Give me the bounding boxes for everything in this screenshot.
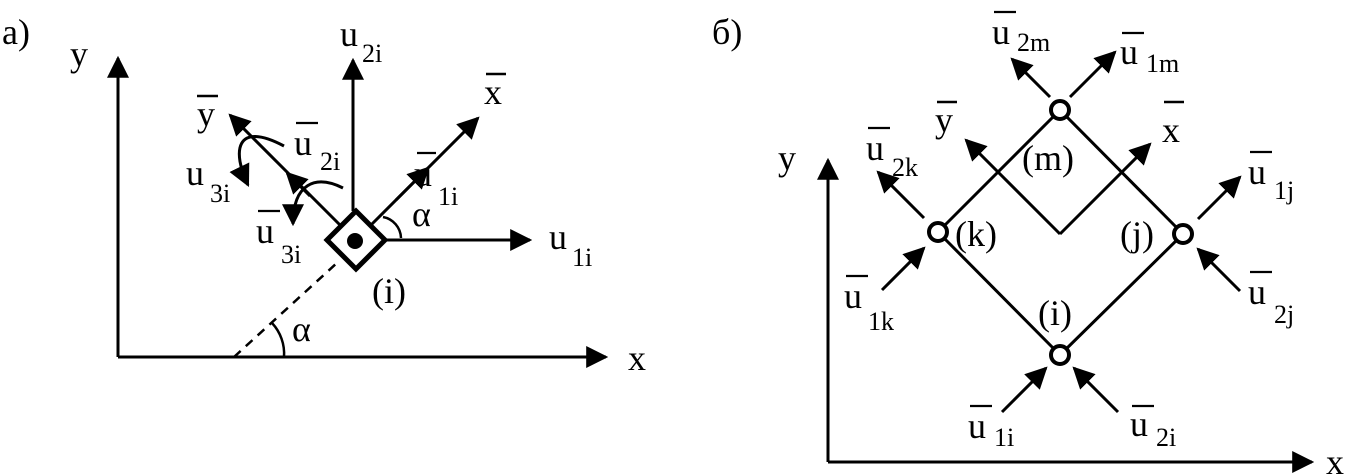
panel-a-alpha-local: α <box>412 194 431 234</box>
panel-a-ubar1i-base: u <box>414 154 432 194</box>
panel-a-u1i-sub: 1i <box>572 243 592 272</box>
panel-a-u1i-base: u <box>549 217 567 257</box>
panel-b-ubar1m-sub: 1m <box>1146 49 1179 78</box>
panel-b-local-y-label: y <box>935 100 953 140</box>
panel-b-ubar2m-arrow <box>1010 57 1052 99</box>
panel-a-local-y-label: y <box>197 94 215 134</box>
panel-b-ubar1m-arrow <box>1068 50 1117 99</box>
panel-b-x-label: x <box>1326 442 1344 476</box>
panel-b-local-x-axis <box>1058 142 1152 236</box>
panel-b-node-k-label: (k) <box>955 214 997 254</box>
panel-a-local-angle-arc <box>382 215 403 239</box>
panel-b-ubar1k-arrow <box>880 246 926 292</box>
panel-a-ubar3i-rotation-arrow <box>282 180 344 227</box>
panel-b-node-j <box>1172 223 1194 245</box>
panel-a-alpha-global: α <box>292 309 311 349</box>
panel-b-node-k <box>927 221 949 243</box>
panel-b-ubar1i-base: u <box>968 406 986 446</box>
panel-a-local-x-label: x <box>484 72 502 112</box>
panel-a-node-label: (i) <box>372 271 406 311</box>
panel-b-ubar2m-sub: 2m <box>1017 28 1050 57</box>
panel-a-u3i-sub: 3i <box>210 179 230 208</box>
panel-a-u3i-rotation-arrow <box>229 134 285 187</box>
panel-b-node-m <box>1049 99 1071 121</box>
panel-a: а) y x α (i) u 2i u 1i x α u 1i <box>2 12 646 378</box>
panel-b-ubar2i-sub: 2i <box>1156 423 1176 452</box>
panel-b-ubar2j-arrow <box>1196 247 1242 293</box>
panel-b-edge-i-k <box>936 230 1062 357</box>
panel-b-local-x-label: x <box>1162 110 1180 150</box>
panel-b-node-j-label: (j) <box>1120 214 1154 254</box>
panel-b-ubar1i-arrow <box>1000 366 1048 414</box>
panel-a-x-label: x <box>628 338 646 378</box>
panel-b-node-i-label: (i) <box>1038 293 1072 333</box>
panel-b-ubar1j-arrow <box>1196 175 1242 221</box>
panel-a-global-angle-arc <box>271 322 286 358</box>
panel-b-edge-j-i <box>1058 232 1185 357</box>
panel-b-ubar2m-base: u <box>992 12 1010 52</box>
panel-b-y-label: y <box>778 138 796 178</box>
panel-a-ubar3i-sub: 3i <box>281 240 301 269</box>
panel-b: б) y x y x (m) (k) (j) (i) u 2m u <box>712 10 1344 476</box>
panel-a-u3i-base: u <box>186 153 204 193</box>
panel-a-ubar2i-arrow <box>285 171 312 198</box>
panel-a-ubar1i-arrow <box>394 166 430 202</box>
panel-b-ubar2j-sub: 2j <box>1274 300 1294 329</box>
panel-a-ubar1i-sub: 1i <box>438 182 458 211</box>
panel-b-node-m-label: (m) <box>1022 138 1074 178</box>
panel-b-ubar1j-sub: 1j <box>1274 176 1294 205</box>
panel-b-ubar1i-sub: 1i <box>994 423 1014 452</box>
panel-a-u2i-sub: 2i <box>362 39 382 68</box>
panel-a-ubar3i-base: u <box>256 211 274 251</box>
panel-b-local-y-axis <box>964 138 1062 236</box>
panel-b-ubar1j-base: u <box>1248 152 1266 192</box>
panel-b-ubar2k-base: u <box>866 128 884 168</box>
panel-b-ubar1k-sub: 1k <box>868 307 894 336</box>
panel-a-node-dot <box>347 233 363 249</box>
panel-b-ubar2i-arrow <box>1072 366 1120 414</box>
panel-a-dashed-line <box>233 261 339 358</box>
panel-a-local-y-axis <box>228 113 343 228</box>
panel-a-ubar2i-base: u <box>294 123 312 163</box>
panel-b-ubar2i-base: u <box>1130 404 1148 444</box>
panel-a-y-label: y <box>70 34 88 74</box>
panel-b-ubar1m-base: u <box>1120 32 1138 72</box>
panel-b-ubar2k-arrow <box>876 170 926 220</box>
panel-b-ubar1k-base: u <box>844 276 862 316</box>
panel-b-node-i <box>1049 344 1071 366</box>
panel-a-u2i-base: u <box>340 14 358 54</box>
panel-a-tag: а) <box>2 12 30 52</box>
panel-a-ubar2i-sub: 2i <box>320 147 340 176</box>
panel-b-ubar2j-base: u <box>1248 272 1266 312</box>
panel-b-tag: б) <box>712 12 742 52</box>
panel-b-ubar2k-sub: 2k <box>892 153 918 182</box>
